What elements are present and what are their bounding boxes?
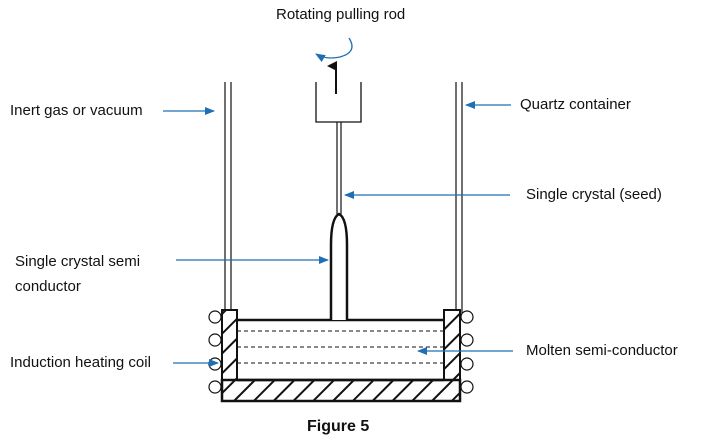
rod-label: Rotating pulling rod: [276, 6, 406, 23]
quartz-container-label: Quartz container: [520, 96, 631, 113]
seed-label: Single crystal (seed): [526, 186, 662, 203]
figure-caption: Figure 5: [307, 418, 370, 435]
leader-arrows: [163, 101, 513, 367]
grown-crystal: [329, 212, 349, 320]
quartz-container: [224, 82, 463, 320]
crucible: [220, 309, 462, 403]
inert-gas-label: Inert gas or vacuum: [10, 102, 143, 119]
crystal-label-line2: conductor: [15, 278, 81, 295]
molten-semiconductor: [237, 318, 444, 364]
crystal-label-line1: Single crystal semi: [15, 253, 141, 270]
molten-label: Molten semi-conductor: [526, 342, 678, 359]
rotation-arrow: [315, 37, 353, 63]
induction-coil: [208, 310, 474, 394]
rod-holder: [315, 82, 362, 123]
pulling-rod: [336, 122, 342, 214]
coil-label: Induction heating coil: [10, 354, 151, 371]
